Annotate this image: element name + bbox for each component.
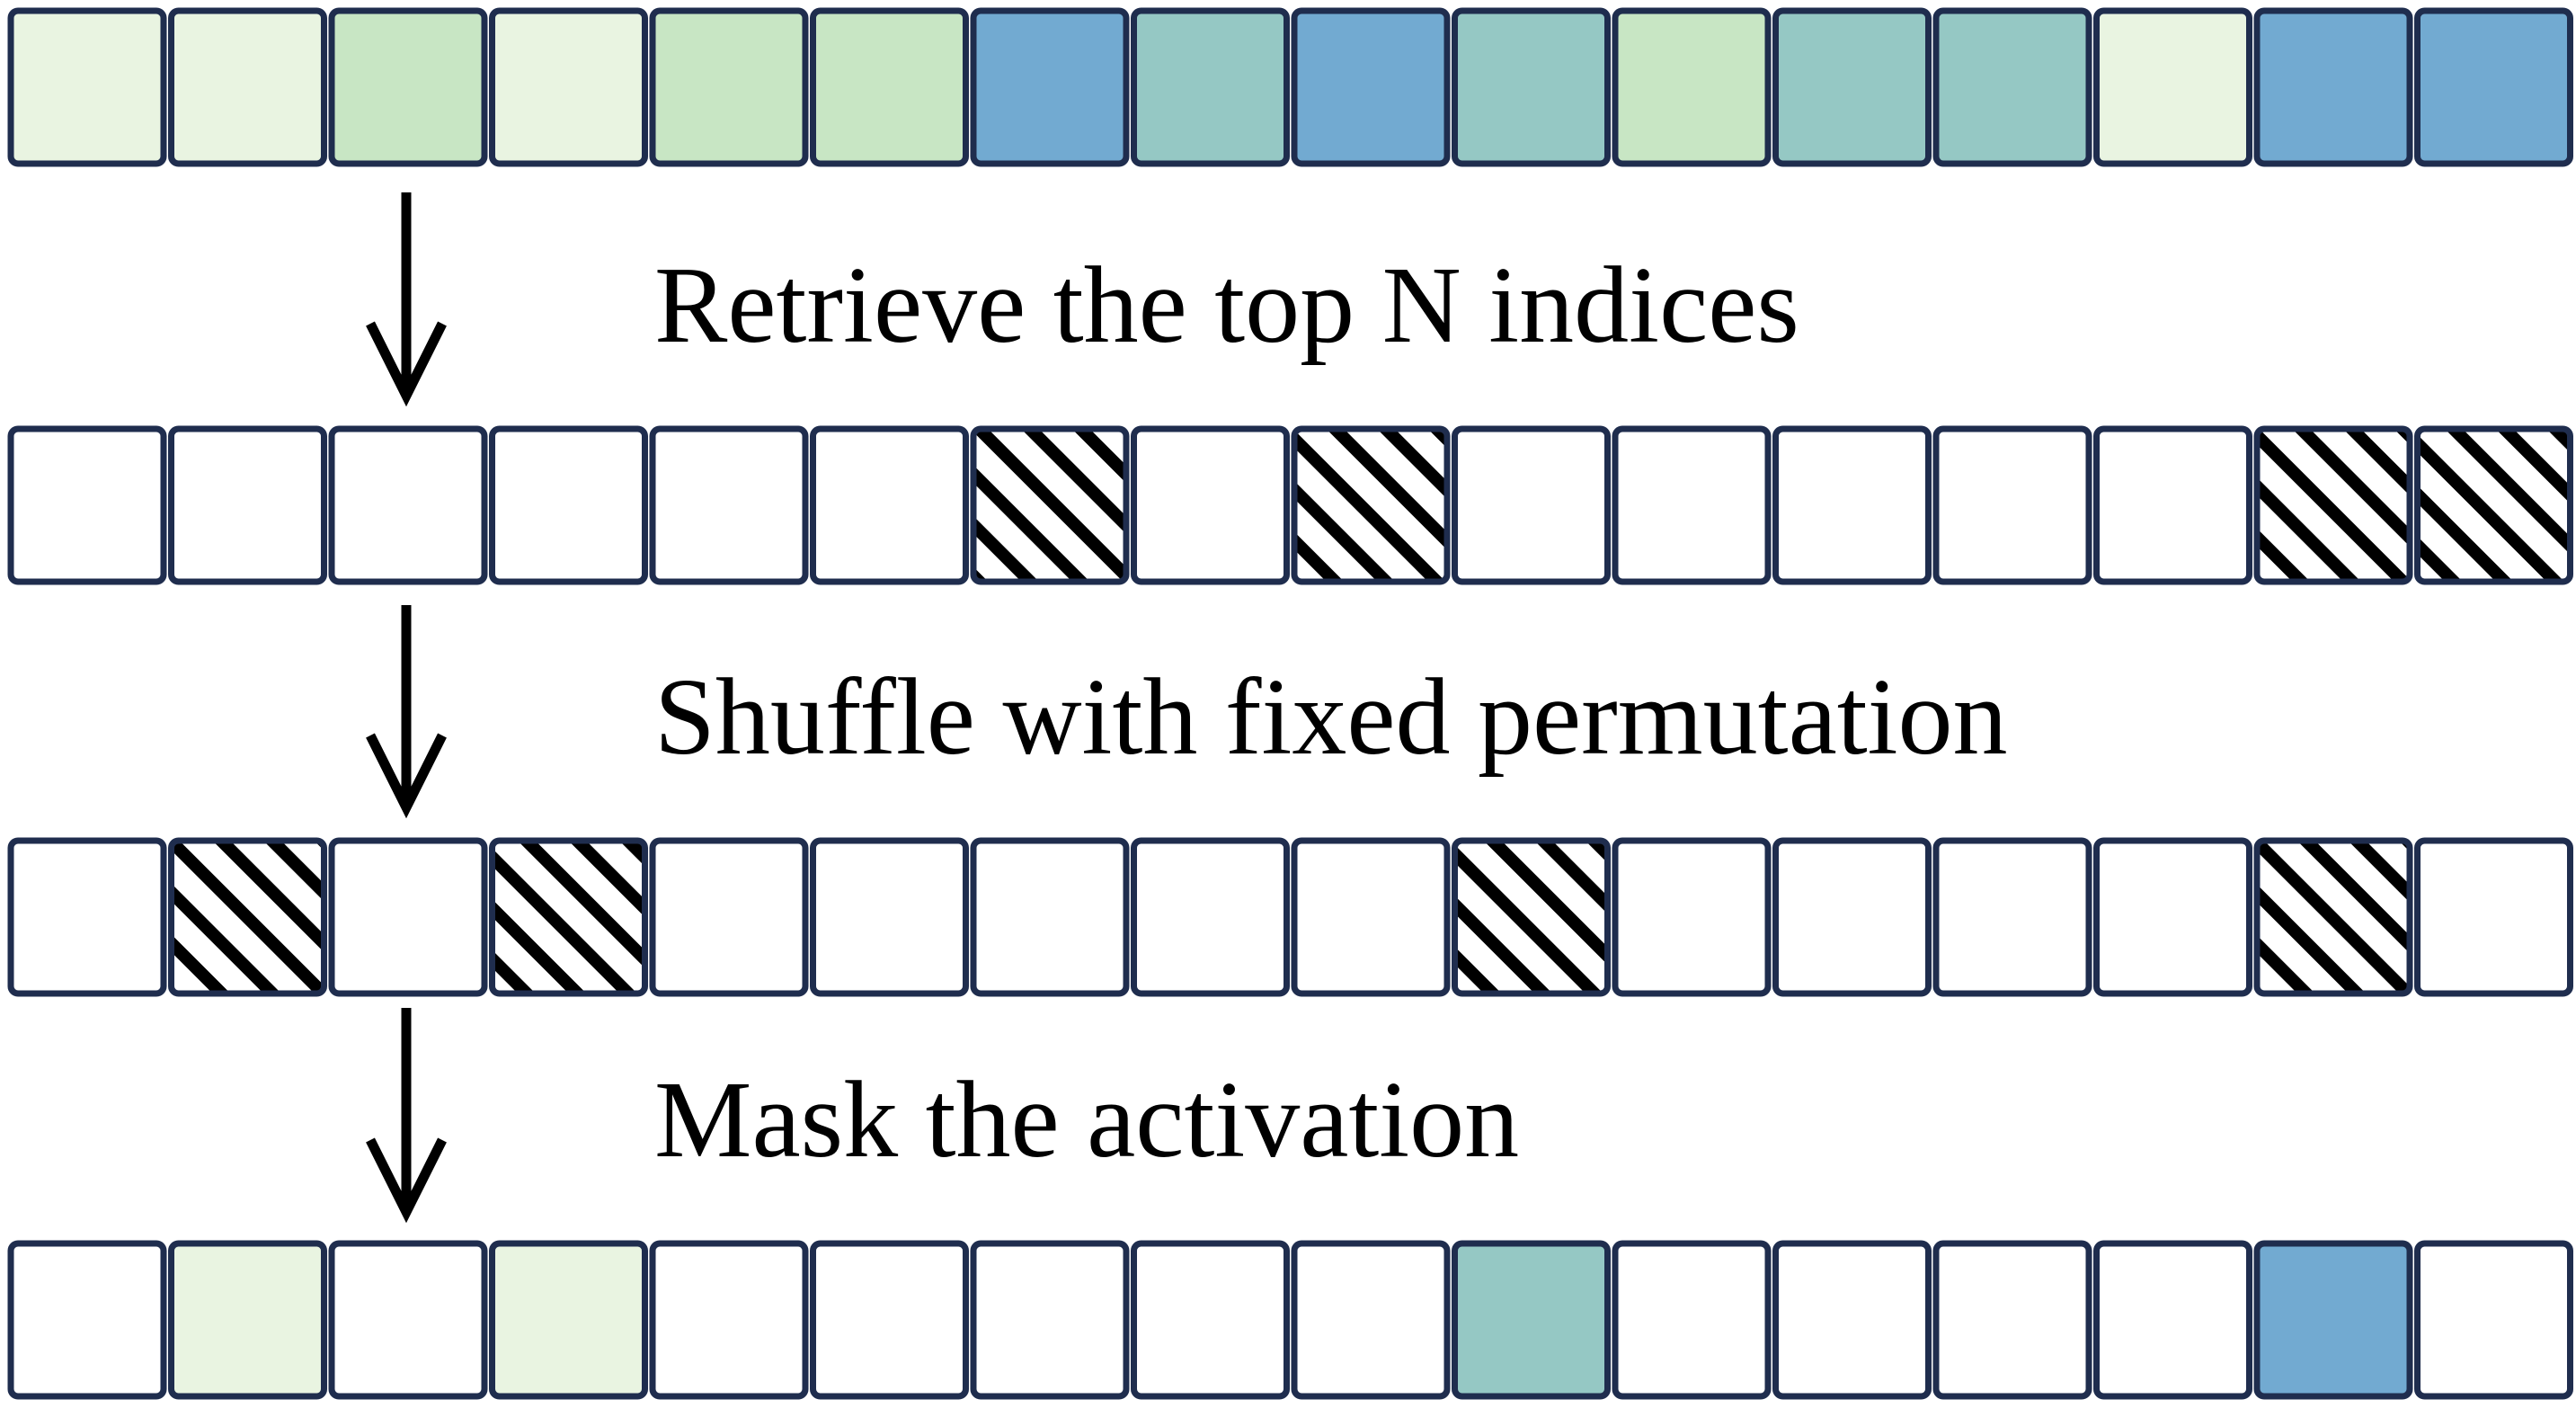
blank-cell — [1612, 425, 1772, 585]
cell-level-3 — [1131, 7, 1290, 167]
hatched-cell — [2414, 425, 2573, 585]
blank-cell — [1291, 837, 1451, 997]
cell-level-1 — [489, 7, 648, 167]
step-label-retrieve-top-n: Retrieve the top N indices — [654, 245, 1799, 366]
blank-cell — [970, 837, 1130, 997]
hatched-cell — [489, 837, 648, 997]
hatched-cell — [1452, 837, 1611, 997]
masked-activation-row — [7, 1240, 2573, 1400]
cell-level-1 — [7, 7, 167, 167]
cell-level-1 — [168, 7, 327, 167]
cell-level-2 — [649, 7, 809, 167]
cell-level-0 — [1291, 1240, 1451, 1400]
cell-level-3 — [1932, 7, 2092, 167]
blank-cell — [489, 425, 648, 585]
blank-cell — [2093, 837, 2252, 997]
blank-cell — [328, 425, 488, 585]
cell-level-0 — [810, 1240, 969, 1400]
cell-rows — [7, 7, 2573, 1400]
blank-cell — [1131, 425, 1290, 585]
cell-level-4 — [1291, 7, 1451, 167]
hatched-cell — [2253, 425, 2413, 585]
cell-level-4 — [2253, 1240, 2413, 1400]
blank-cell — [1452, 425, 1611, 585]
blank-cell — [810, 837, 969, 997]
cell-level-0 — [2414, 1240, 2573, 1400]
blank-cell — [1612, 837, 1772, 997]
blank-cell — [1932, 425, 2092, 585]
cell-level-4 — [970, 7, 1130, 167]
blank-cell — [1772, 425, 1932, 585]
step-label-shuffle: Shuffle with fixed permutation — [654, 656, 2008, 778]
cell-level-0 — [1131, 1240, 1290, 1400]
down-arrow-icon — [366, 1008, 447, 1224]
cell-level-2 — [328, 7, 488, 167]
blank-cell — [810, 425, 969, 585]
blank-cell — [2414, 837, 2573, 997]
blank-cell — [1932, 837, 2092, 997]
step-label-mask: Mask the activation — [654, 1059, 1520, 1181]
cell-level-0 — [2093, 1240, 2252, 1400]
cell-level-0 — [1772, 1240, 1932, 1400]
shuffled-indices-row — [7, 837, 2573, 997]
blank-cell — [7, 837, 167, 997]
blank-cell — [649, 425, 809, 585]
cell-level-0 — [1932, 1240, 2092, 1400]
down-arrow-icon — [366, 605, 447, 819]
blank-cell — [328, 837, 488, 997]
cell-level-3 — [1452, 7, 1611, 167]
cell-level-3 — [1452, 1240, 1611, 1400]
blank-cell — [1131, 837, 1290, 997]
cell-level-0 — [970, 1240, 1130, 1400]
step-arrows — [366, 192, 447, 1224]
cell-level-2 — [1612, 7, 1772, 167]
cell-level-1 — [489, 1240, 648, 1400]
cell-level-3 — [1772, 7, 1932, 167]
down-arrow-icon — [366, 192, 447, 407]
hatched-cell — [1291, 425, 1451, 585]
blank-cell — [2093, 425, 2252, 585]
blank-cell — [7, 425, 167, 585]
cell-level-4 — [2253, 7, 2413, 167]
hatched-cell — [168, 837, 327, 997]
blank-cell — [168, 425, 327, 585]
cell-level-1 — [2093, 7, 2252, 167]
top-n-indices-row — [7, 425, 2573, 585]
hatched-cell — [2253, 837, 2413, 997]
activation-row — [7, 7, 2573, 167]
cell-level-1 — [168, 1240, 327, 1400]
hatched-cell — [970, 425, 1130, 585]
blank-cell — [649, 837, 809, 997]
blank-cell — [1772, 837, 1932, 997]
cell-level-0 — [1612, 1240, 1772, 1400]
cell-level-0 — [649, 1240, 809, 1400]
cell-level-4 — [2414, 7, 2573, 167]
cell-level-0 — [328, 1240, 488, 1400]
cell-level-2 — [810, 7, 969, 167]
cell-level-0 — [7, 1240, 167, 1400]
